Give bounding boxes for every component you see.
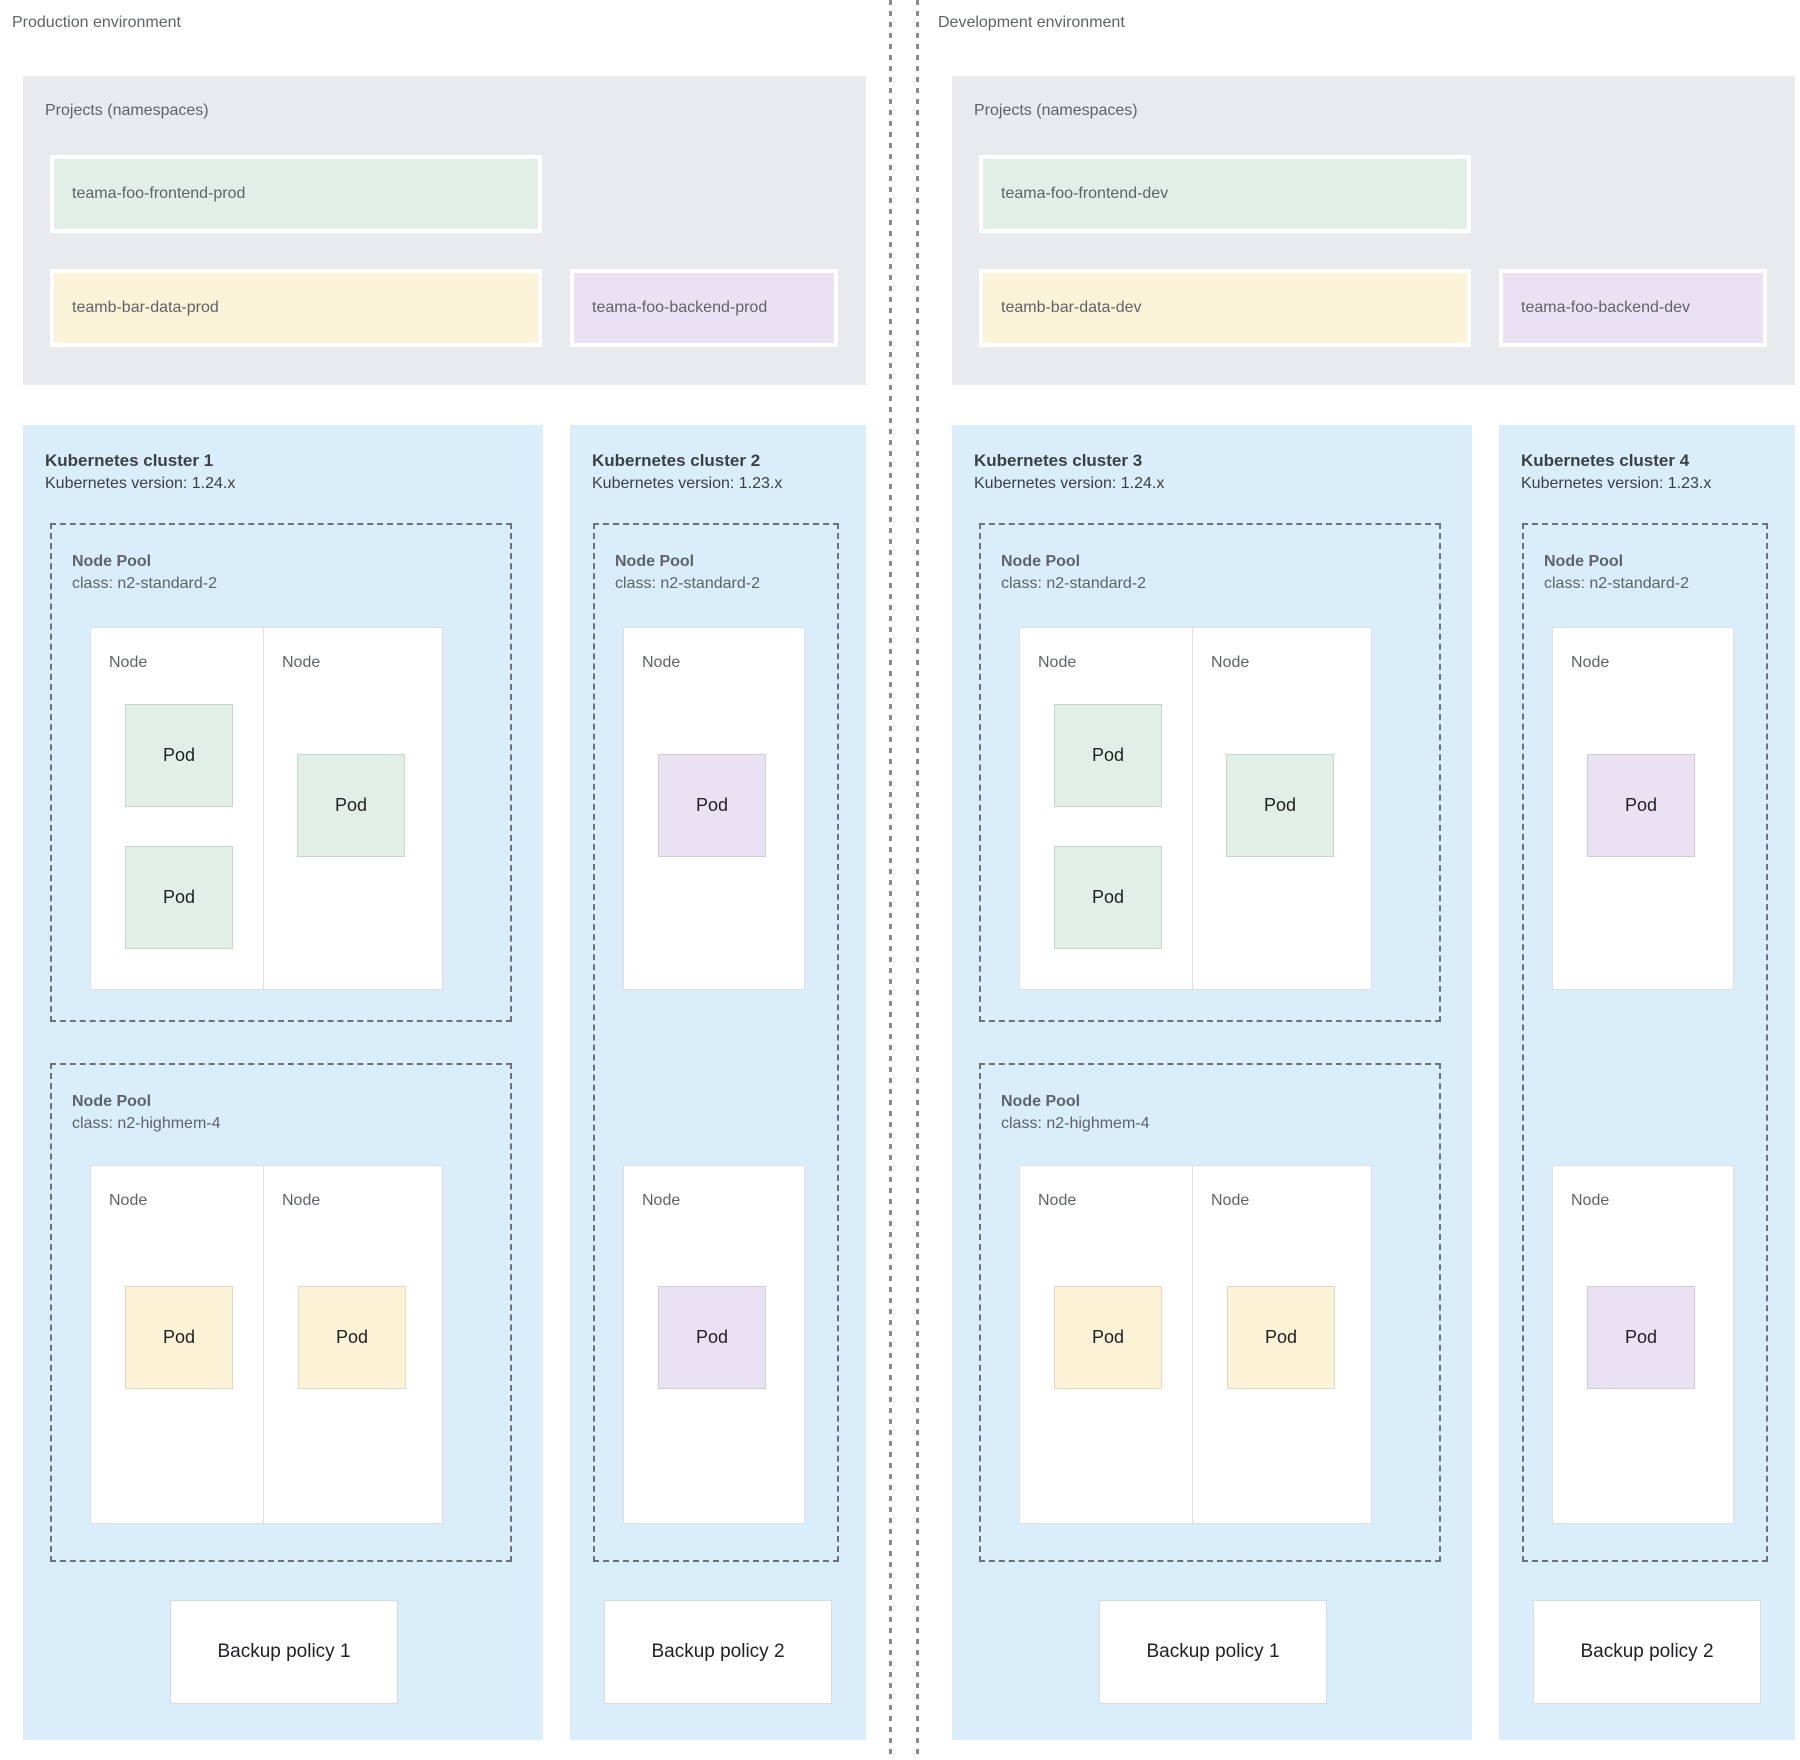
pod-box: Pod <box>125 704 233 807</box>
node-pool-header: Node Pool class: n2-standard-2 <box>1544 551 1689 595</box>
cluster-version: Kubernetes version: 1.24.x <box>974 475 1165 492</box>
cluster-title: Kubernetes cluster 2 <box>592 451 761 470</box>
node-box: Node Pod Pod <box>90 627 270 990</box>
node-label: Node <box>109 654 148 671</box>
pod-box: Pod <box>1054 846 1162 949</box>
pod-box: Pod <box>1226 754 1334 857</box>
pod-box: Pod <box>298 1286 406 1389</box>
projects-title: Projects (namespaces) <box>974 102 1138 119</box>
pod-box: Pod <box>125 846 233 949</box>
node-pool-class: class: n2-standard-2 <box>1001 575 1146 592</box>
node-label: Node <box>282 1192 321 1209</box>
node-pool-header: Node Pool class: n2-standard-2 <box>615 551 760 595</box>
pod-box: Pod <box>1227 1286 1335 1389</box>
node-box: Node Pod <box>263 627 443 990</box>
backup-policy-box: Backup policy 2 <box>604 1600 832 1704</box>
pod-box: Pod <box>658 754 766 857</box>
node-label: Node <box>1571 1192 1610 1209</box>
node-box: Node Pod <box>1019 1165 1199 1524</box>
node-pool-header: Node Pool class: n2-standard-2 <box>1001 551 1146 595</box>
node-pool-standard: Node Pool class: n2-standard-2 Node Pod … <box>593 523 839 1562</box>
projects-box-production: Projects (namespaces) teama-foo-frontend… <box>23 76 866 385</box>
backup-policy-box: Backup policy 1 <box>170 1600 398 1704</box>
node-label: Node <box>642 1192 681 1209</box>
backup-policy-box: Backup policy 2 <box>1533 1600 1761 1704</box>
node-pool-standard: Node Pool class: n2-standard-2 Node Pod … <box>50 523 512 1022</box>
node-label: Node <box>1211 1192 1250 1209</box>
namespace-box-backend-dev: teama-foo-backend-dev <box>1499 269 1767 347</box>
node-pool-class: class: n2-highmem-4 <box>72 1115 221 1132</box>
node-label: Node <box>1571 654 1610 671</box>
node-pool-title: Node Pool <box>615 553 695 570</box>
pod-box: Pod <box>297 754 405 857</box>
projects-box-development: Projects (namespaces) teama-foo-frontend… <box>952 76 1795 385</box>
cluster-title: Kubernetes cluster 3 <box>974 451 1143 470</box>
node-label: Node <box>109 1192 148 1209</box>
cluster-version: Kubernetes version: 1.23.x <box>592 475 783 492</box>
node-pool-highmem: Node Pool class: n2-highmem-4 Node Pod N… <box>979 1063 1441 1562</box>
env-label-production: Production environment <box>12 14 181 31</box>
cluster-box-3: Kubernetes cluster 3 Kubernetes version:… <box>952 425 1472 1740</box>
cluster-box-2: Kubernetes cluster 2 Kubernetes version:… <box>570 425 866 1740</box>
node-pool-class: class: n2-standard-2 <box>72 575 217 592</box>
environment-divider-line <box>889 0 892 1756</box>
node-label: Node <box>1038 654 1077 671</box>
cluster-version: Kubernetes version: 1.24.x <box>45 475 236 492</box>
node-box: Node Pod <box>623 1165 805 1524</box>
node-pool-title: Node Pool <box>72 1093 152 1110</box>
node-box: Node Pod <box>90 1165 270 1524</box>
namespace-box-backend-prod: teama-foo-backend-prod <box>570 269 838 347</box>
node-box: Node Pod <box>623 627 805 990</box>
node-pool-header: Node Pool class: n2-standard-2 <box>72 551 217 595</box>
node-box: Node Pod <box>263 1165 443 1524</box>
pod-box: Pod <box>1587 1286 1695 1389</box>
node-pool-class: class: n2-standard-2 <box>615 575 760 592</box>
node-label: Node <box>282 654 321 671</box>
node-pool-standard: Node Pool class: n2-standard-2 Node Pod … <box>979 523 1441 1022</box>
node-box: Node Pod <box>1552 1165 1734 1524</box>
node-pool-class: class: n2-standard-2 <box>1544 575 1689 592</box>
cluster-header: Kubernetes cluster 1 Kubernetes version:… <box>45 449 235 495</box>
cluster-box-1: Kubernetes cluster 1 Kubernetes version:… <box>23 425 543 1740</box>
node-label: Node <box>1211 654 1250 671</box>
pod-box: Pod <box>658 1286 766 1389</box>
cluster-box-4: Kubernetes cluster 4 Kubernetes version:… <box>1499 425 1795 1740</box>
cluster-header: Kubernetes cluster 3 Kubernetes version:… <box>974 449 1164 495</box>
node-box: Node Pod <box>1552 627 1734 990</box>
environment-divider-line <box>916 0 919 1756</box>
node-pool-class: class: n2-highmem-4 <box>1001 1115 1150 1132</box>
cluster-header: Kubernetes cluster 4 Kubernetes version:… <box>1521 449 1711 495</box>
pod-box: Pod <box>1054 1286 1162 1389</box>
namespace-box-data-prod: teamb-bar-data-prod <box>50 269 542 347</box>
cluster-header: Kubernetes cluster 2 Kubernetes version:… <box>592 449 782 495</box>
pod-box: Pod <box>125 1286 233 1389</box>
node-pool-header: Node Pool class: n2-highmem-4 <box>1001 1091 1150 1135</box>
node-label: Node <box>1038 1192 1077 1209</box>
cluster-title: Kubernetes cluster 4 <box>1521 451 1690 470</box>
node-box: Node Pod <box>1192 627 1372 990</box>
node-pool-title: Node Pool <box>72 553 152 570</box>
cluster-title: Kubernetes cluster 1 <box>45 451 214 470</box>
node-box: Node Pod Pod <box>1019 627 1199 990</box>
namespace-box-frontend-dev: teama-foo-frontend-dev <box>979 155 1471 233</box>
node-pool-title: Node Pool <box>1001 1093 1081 1110</box>
node-pool-highmem: Node Pool class: n2-highmem-4 Node Pod N… <box>50 1063 512 1562</box>
node-label: Node <box>642 654 681 671</box>
pod-box: Pod <box>1587 754 1695 857</box>
env-label-development: Development environment <box>938 14 1125 31</box>
node-pool-header: Node Pool class: n2-highmem-4 <box>72 1091 221 1135</box>
node-box: Node Pod <box>1192 1165 1372 1524</box>
node-pool-title: Node Pool <box>1001 553 1081 570</box>
namespace-box-data-dev: teamb-bar-data-dev <box>979 269 1471 347</box>
namespace-box-frontend-prod: teama-foo-frontend-prod <box>50 155 542 233</box>
pod-box: Pod <box>1054 704 1162 807</box>
node-pool-title: Node Pool <box>1544 553 1624 570</box>
cluster-version: Kubernetes version: 1.23.x <box>1521 475 1712 492</box>
node-pool-standard: Node Pool class: n2-standard-2 Node Pod … <box>1522 523 1768 1562</box>
projects-title: Projects (namespaces) <box>45 102 209 119</box>
backup-policy-box: Backup policy 1 <box>1099 1600 1327 1704</box>
